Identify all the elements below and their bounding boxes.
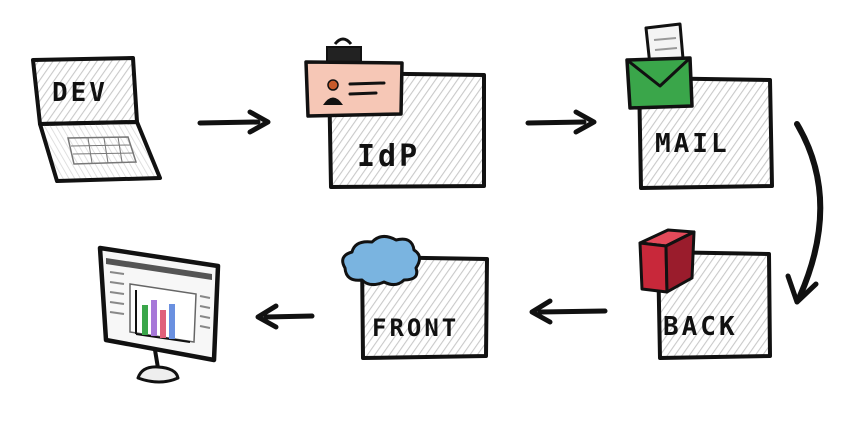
step-dev: DEV (31, 56, 162, 183)
cloud-icon (341, 235, 421, 287)
laptop-icon (31, 56, 162, 183)
monitor-chart-icon (97, 245, 221, 384)
front-label: FRONT (372, 314, 459, 342)
step-front: FRONT (341, 235, 489, 360)
step-monitor (97, 245, 221, 384)
arrow-front-to-monitor (255, 303, 315, 330)
back-label: BACK (663, 312, 738, 342)
red-box-icon (638, 228, 696, 294)
arrow-idp-to-mail (525, 109, 597, 135)
id-badge-icon (304, 37, 404, 118)
step-back: BACK (638, 228, 772, 360)
envelope-icon (625, 22, 694, 110)
dev-label: DEV (52, 78, 108, 108)
step-mail: MAIL (625, 22, 774, 190)
arrow-mail-to-back (785, 121, 824, 305)
idp-label: IdP (357, 139, 420, 174)
arrow-back-to-front (529, 298, 608, 325)
step-idp: IdP (304, 37, 486, 189)
arrow-dev-to-idp (197, 109, 271, 135)
mail-label: MAIL (655, 129, 730, 159)
